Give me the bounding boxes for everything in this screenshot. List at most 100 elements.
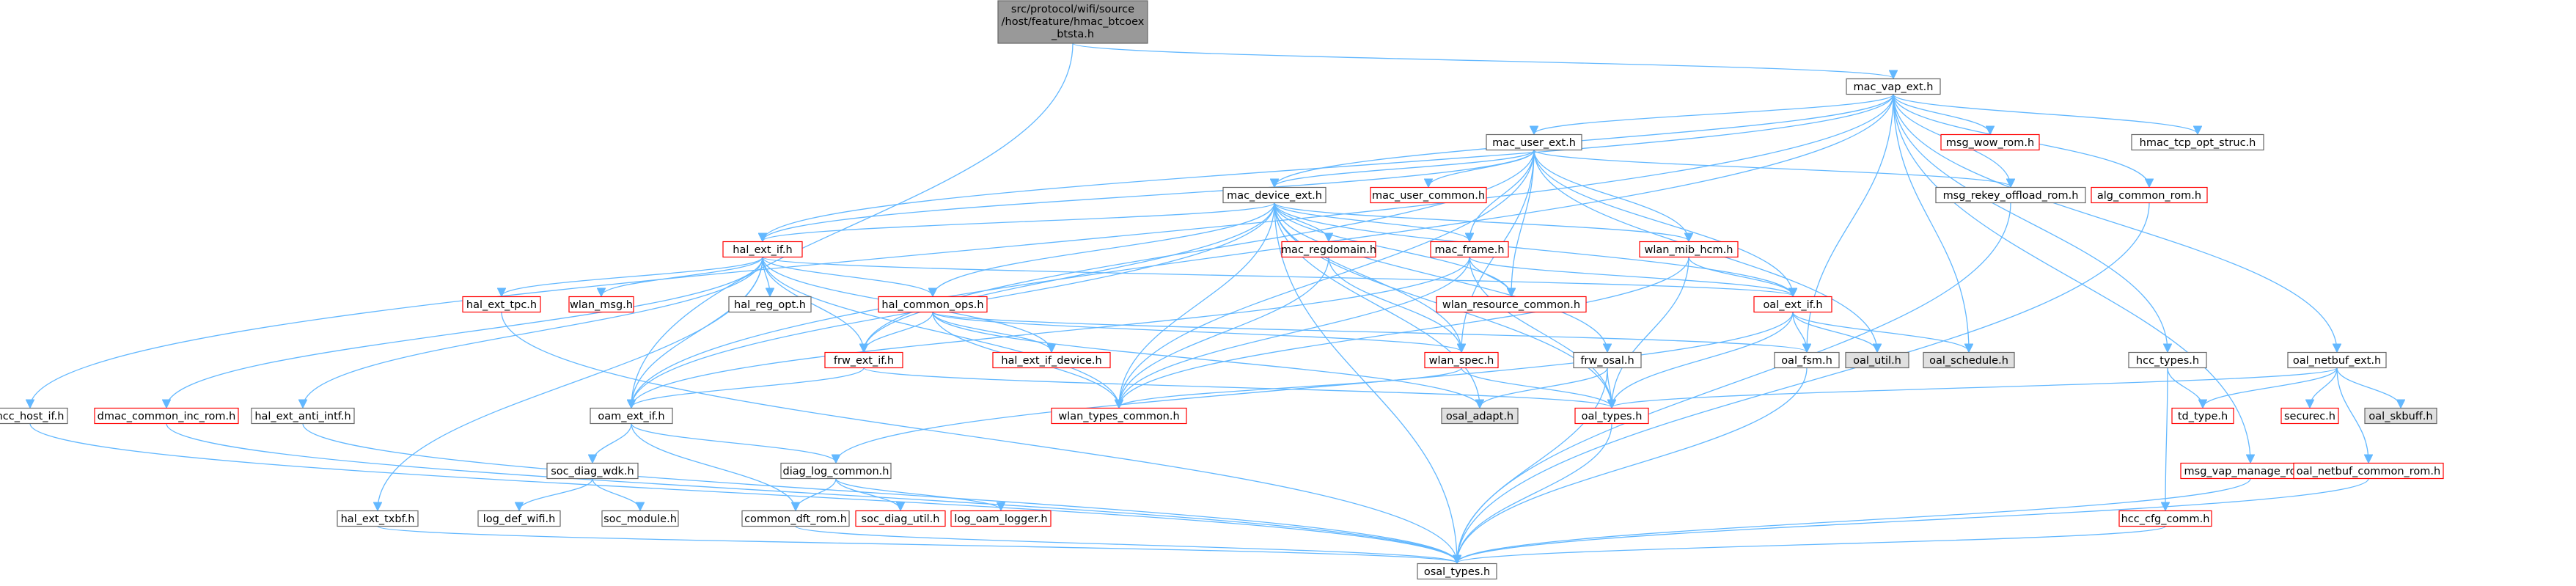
dependency-edge [166, 423, 1457, 563]
header-node-oam-ext-if[interactable]: oam_ext_if.h [590, 407, 673, 425]
header-node-oal-types[interactable]: oal_types.h [1574, 407, 1649, 425]
header-node-frw-ext-if[interactable]: frw_ext_if.h [824, 351, 903, 369]
header-node-mac-regdomain[interactable]: mac_regdomain.h [1281, 241, 1376, 258]
header-node-td-type[interactable]: td_type.h [2171, 407, 2234, 425]
header-node-label: td_type.h [2178, 411, 2228, 422]
header-node-label: oam_ext_if.h [598, 411, 664, 422]
header-node-hal-reg-opt[interactable]: hal_reg_opt.h [728, 296, 812, 313]
header-node-label: frw_osal.h [1580, 355, 1634, 367]
dependency-edge [1119, 257, 1470, 408]
header-node-wlan-types-common[interactable]: wlan_types_common.h [1051, 407, 1187, 425]
dependency-edge [1119, 257, 1689, 408]
header-node-box [997, 0, 1148, 44]
header-node-oal-fsm[interactable]: oal_fsm.h [1774, 351, 1840, 369]
dependency-edge [1119, 202, 1275, 408]
header-node-label: hal_reg_opt.h [734, 299, 806, 311]
header-node-oal-netbuf-ext[interactable]: oal_netbuf_ext.h [2287, 351, 2387, 369]
header-node-hcc-types[interactable]: hcc_types.h [2128, 351, 2207, 369]
header-node-oal-skbuff[interactable]: oal_skbuff.h [2364, 407, 2437, 425]
header-node-log-oam-logger[interactable]: log_oam_logger.h [950, 510, 1052, 527]
dependency-edge [1119, 367, 1462, 408]
header-node-box [950, 510, 1052, 527]
header-node-box [1281, 241, 1376, 258]
header-node-box [546, 462, 639, 480]
dependency-edge [863, 367, 1612, 408]
dependency-edge [1274, 202, 1480, 408]
header-node-common-dft-rom[interactable]: common_dft_rom.h [741, 510, 850, 527]
header-node-box [878, 296, 988, 313]
header-node-soc-module[interactable]: soc_module.h [601, 510, 679, 527]
header-node-label: oal_fsm.h [1781, 355, 1832, 367]
header-node-box [1753, 296, 1832, 313]
header-node-label: hcc_types.h [2136, 355, 2199, 367]
dependency-edge [864, 150, 1535, 352]
header-node-oal-netbuf-common-rom[interactable]: oal_netbuf_common_rom.h [2293, 462, 2444, 480]
header-node-soc-diag-util[interactable]: soc_diag_util.h [855, 510, 946, 527]
header-node-osal-adapt[interactable]: osal_adapt.h [1441, 407, 1519, 425]
dependency-edge [1274, 94, 1894, 187]
dependency-edge [166, 257, 763, 408]
header-node-mac-device-ext[interactable]: mac_device_ext.h [1222, 186, 1326, 204]
header-node-hal-ext-txbf[interactable]: hal_ext_txbf.h [337, 510, 419, 527]
dependency-edge [2336, 367, 2401, 408]
dependency-edge [631, 423, 796, 510]
header-node-hal-ext-anti-intf[interactable]: hal_ext_anti_intf.h [251, 407, 355, 425]
header-node-hal-common-ops[interactable]: hal_common_ops.h [878, 296, 988, 313]
header-node-label: soc_diag_wdk.h [551, 466, 634, 477]
dependency-edge [1469, 150, 1535, 241]
header-node-label: soc_diag_util.h [862, 513, 940, 525]
header-node-msg-wow-rom[interactable]: msg_wow_rom.h [1940, 133, 2040, 151]
header-node-box [2128, 351, 2207, 369]
dependency-edge [519, 478, 593, 510]
dependency-edge [1792, 312, 1877, 352]
header-node-log-def-wifi[interactable]: log_def_wifi.h [477, 510, 561, 527]
header-node-oal-schedule[interactable]: oal_schedule.h [1923, 351, 2015, 369]
header-node-box [1639, 241, 1739, 258]
header-node-alg-common-rom[interactable]: alg_common_rom.h [2091, 186, 2208, 204]
dependency-edge [933, 202, 1275, 296]
dependency-edge [762, 257, 933, 296]
dependency-edge [1612, 312, 1794, 408]
header-node-box [1370, 186, 1487, 204]
header-node-mac-frame[interactable]: mac_frame.h [1430, 241, 1509, 258]
dependency-edge [1119, 257, 1329, 408]
header-node-oal-util[interactable]: oal_util.h [1845, 351, 1909, 369]
header-node-label: mac_user_common.h [1372, 190, 1485, 202]
dependency-edge [1274, 202, 1511, 296]
dependency-edge [1792, 312, 1807, 352]
header-node-label: oal_schedule.h [1929, 355, 2008, 367]
header-node-mac-vap-ext[interactable]: mac_vap_ext.h [1846, 78, 1941, 95]
header-node-securec[interactable]: securec.h [2280, 407, 2339, 425]
header-node-hcc-host-if[interactable]: hcc_host_if.h [0, 407, 68, 425]
header-node-osal-types[interactable]: osal_types.h [1417, 563, 1497, 580]
header-node-oal-ext-if[interactable]: oal_ext_if.h [1753, 296, 1832, 313]
dependency-edge [1688, 257, 1793, 296]
dependency-edge [836, 312, 1794, 463]
header-node-mac-user-ext[interactable]: mac_user_ext.h [1486, 133, 1582, 151]
dependency-edge [592, 478, 640, 510]
header-node-frw-osal[interactable]: frw_osal.h [1573, 351, 1642, 369]
header-node-box [0, 407, 68, 425]
header-node-wlan-resource-common[interactable]: wlan_resource_common.h [1436, 296, 1587, 313]
header-node-dmac-common-inc-rom[interactable]: dmac_common_inc_rom.h [94, 407, 239, 425]
header-node-hcc-cfg-comm[interactable]: hcc_cfg_comm.h [2118, 510, 2212, 527]
header-node-box [601, 510, 679, 527]
dependency-edge [1469, 257, 1511, 296]
header-node-label: common_dft_rom.h [744, 513, 847, 525]
header-node-wlan-spec[interactable]: wlan_spec.h [1424, 351, 1499, 369]
header-node-soc-diag-wdk[interactable]: soc_diag_wdk.h [546, 462, 639, 480]
header-node-hal-ext-if[interactable]: hal_ext_if.h [722, 241, 803, 258]
header-node-hmac-tcp-opt-struc[interactable]: hmac_tcp_opt_struc.h [2131, 133, 2264, 151]
header-node-mac-user-common[interactable]: mac_user_common.h [1370, 186, 1487, 204]
header-node-box [1430, 241, 1509, 258]
header-node-diag-log-common[interactable]: diag_log_common.h [780, 462, 892, 480]
root-file-label-line: src/protocol/wifi/source [1011, 4, 1134, 15]
dependency-edge [796, 478, 837, 510]
header-node-hal-ext-tpc[interactable]: hal_ext_tpc.h [462, 296, 541, 313]
header-node-wlan-msg[interactable]: wlan_msg.h [568, 296, 634, 313]
header-node-msg-vap-manage-rom[interactable]: msg_vap_manage_rom.h [2180, 462, 2321, 480]
header-node-msg-rekey-offload-rom[interactable]: msg_rekey_offload_rom.h [1935, 186, 2086, 204]
header-node-wlan-mib-hcm[interactable]: wlan_mib_hcm.h [1639, 241, 1739, 258]
dependency-edge [762, 257, 1119, 408]
header-node-hal-ext-if-device[interactable]: hal_ext_if_device.h [992, 351, 1111, 369]
